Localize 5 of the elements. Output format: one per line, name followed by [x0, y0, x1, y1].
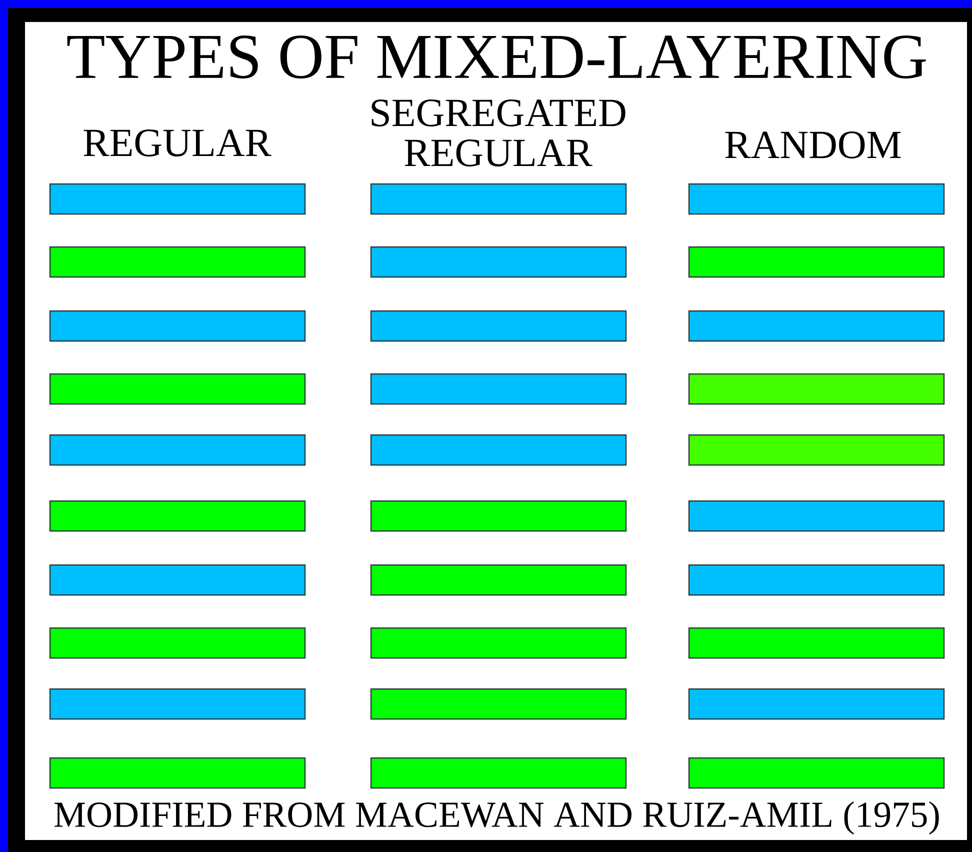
title: TYPES OF MIXED-LAYERING — [67, 35, 926, 78]
column-heading: RANDOM — [725, 132, 901, 158]
column-heading: REGULAR — [84, 130, 272, 156]
caption: MODIFIED FROM MACEWAN AND RUIZ-AMIL (1975) — [54, 801, 939, 835]
column-heading: SEGREGATED REGULAR — [372, 100, 626, 166]
